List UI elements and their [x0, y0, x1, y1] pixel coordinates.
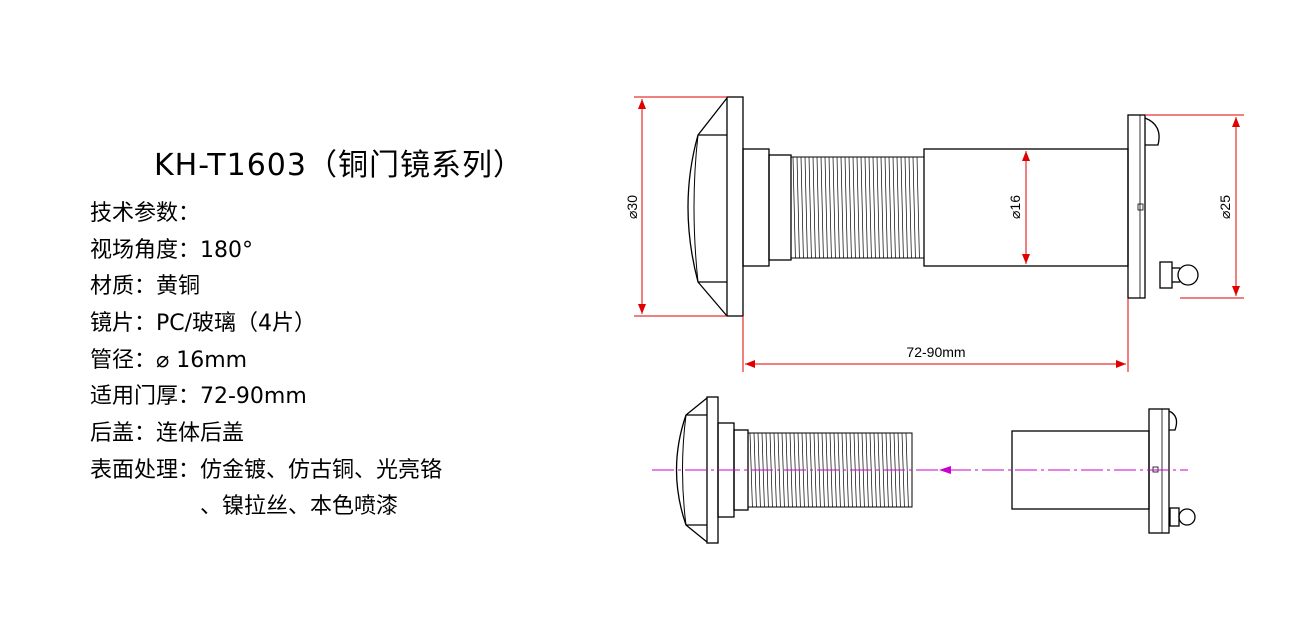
thread-line [908, 156, 912, 259]
thread-line [896, 156, 900, 259]
thread-line [816, 156, 820, 259]
thread-line [877, 432, 881, 508]
thread-line [888, 156, 892, 259]
thread-line [805, 432, 809, 508]
thread-line [828, 156, 832, 259]
spec-lens: 镜片：PC/玻璃（4片） [90, 311, 317, 336]
thread-line [852, 156, 856, 259]
thread-line [876, 156, 880, 259]
thread-line [808, 156, 812, 259]
thread-line [796, 156, 800, 259]
thread-line [916, 156, 920, 259]
spec-tube-diameter: 管径：⌀ 16mm [90, 348, 248, 373]
thread-line [845, 432, 849, 508]
thread-pattern [792, 156, 920, 259]
thread-line [832, 156, 836, 259]
thread-line [864, 156, 868, 259]
spec-finish-continued: 、镍拉丝、本色喷漆 [90, 494, 399, 519]
thread-line [812, 156, 816, 259]
thread-line [873, 432, 877, 508]
thread-line [912, 156, 916, 259]
dimension-label-d16: ⌀16 [1007, 195, 1023, 219]
thread-line [900, 156, 904, 259]
insert-direction-arrow [939, 466, 951, 474]
thread-line [904, 156, 908, 259]
thread-line [792, 156, 796, 259]
thread-line [848, 156, 852, 259]
spec-door-thickness: 适用门厚：72-90mm [90, 384, 307, 409]
thread-line [813, 432, 817, 508]
thread-line [884, 156, 888, 259]
thread-line [905, 432, 909, 508]
thread-line [804, 156, 808, 259]
thread-line [820, 156, 824, 259]
thread-line [856, 156, 860, 259]
spec-view-angle: 视场角度：180° [90, 238, 253, 263]
product-title: KH-T1603（铜门镜系列） [154, 148, 524, 183]
thread-line [868, 156, 872, 259]
spec-back-cover: 后盖：连体后盖 [90, 421, 245, 446]
dimension-label-length: 72-90mm [906, 344, 965, 360]
assembled-view [687, 96, 1199, 317]
thread-line [840, 156, 844, 259]
thread-line [837, 432, 841, 508]
spec-heading: 技术参数： [90, 201, 201, 226]
dimension-label-d30: ⌀30 [624, 195, 640, 219]
thread-line [844, 156, 848, 259]
dimension-label-d25: ⌀25 [1217, 195, 1233, 219]
thread-line [781, 432, 785, 508]
thread-line [860, 156, 864, 259]
spec-material: 材质：黄铜 [90, 274, 201, 299]
thread-line [836, 156, 840, 259]
thread-line [880, 156, 884, 259]
spec-finish: 表面处理：仿金镀、仿古铜、光亮铬 [90, 458, 443, 483]
thread-line [773, 432, 777, 508]
dimension-lines [634, 96, 1244, 372]
thread-line [824, 156, 828, 259]
thread-line [800, 156, 804, 259]
thread-line [892, 156, 896, 259]
thread-line [872, 156, 876, 259]
